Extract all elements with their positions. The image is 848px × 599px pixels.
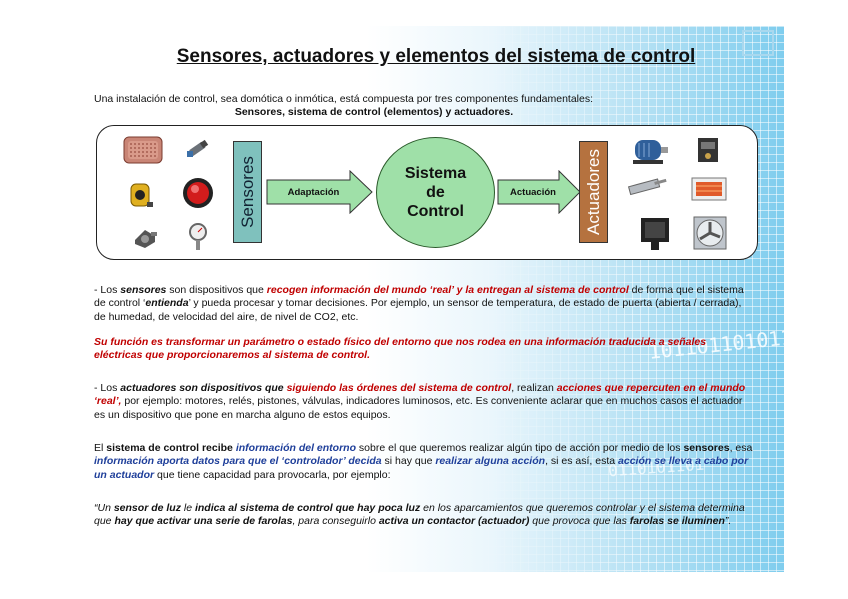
function-paragraph: Su función es transformar un parámetro o… [94, 336, 707, 362]
control-system-paragraph: El sistema de control recibe información… [94, 442, 756, 482]
text-run: sensores [683, 442, 730, 454]
infrared-heater-icon [691, 177, 727, 201]
text-run: , para conseguirlo [292, 515, 379, 528]
text-run: información del entorno [235, 442, 356, 454]
text-run: indica al sistema de control que hay poc… [194, 502, 421, 514]
text-run: , esa [729, 442, 753, 454]
text-run: que provoca que las [529, 515, 630, 528]
text-run: sistema de control recibe [106, 442, 233, 454]
actuation-arrow: Actuación [497, 170, 581, 214]
text-run: sensores [120, 284, 167, 296]
text-run: , si es así, esta [545, 455, 619, 468]
adaptation-label: Adaptación [287, 186, 340, 198]
control-system-circle: Sistema de Control [376, 137, 495, 248]
decorative-frame [742, 30, 774, 56]
text-run: acciones que repercuten en el mundo ‘rea… [94, 382, 746, 408]
intro-text: Una instalación de control, sea domótica… [94, 93, 654, 119]
center-line: Control [407, 203, 464, 220]
center-line: Sistema [404, 165, 467, 182]
emergency-stop-button-icon [183, 178, 213, 208]
example-paragraph: “Un sensor de luz le indica al sistema d… [94, 502, 756, 529]
text-run: activa un contactor (actuador) [378, 515, 530, 528]
actuators-paragraph: - Los actuadores son dispositivos que si… [94, 382, 756, 422]
text-run: por ejemplo: motores, relés, pistones, v… [94, 395, 743, 421]
heating-panel-icon [123, 136, 163, 164]
text-run: hay que activar una serie de farolas [114, 515, 293, 528]
text-run: sensor de luz [113, 502, 181, 514]
text-run: sobre el que queremos realizar algún tip… [356, 442, 684, 454]
text-run: - Los [94, 382, 121, 394]
sensors-box: Sensores [233, 141, 262, 243]
proximity-sensor-icon [187, 139, 209, 157]
arrow-right-icon [266, 170, 373, 214]
text-run: farolas se iluminen [629, 515, 725, 528]
actuators-box: Actuadores [579, 141, 608, 243]
slide: 1011011010110111010 0110101101 Sensores,… [88, 26, 784, 572]
text-run: en los aparcamientos que queremos contro… [94, 502, 745, 528]
text-run: siguiendo las órdenes del sistema de con… [286, 382, 512, 394]
text-run: ’ y pueda procesar y tomar decisiones. P… [94, 297, 742, 323]
pressure-gauge-icon [189, 223, 207, 250]
actuators-label: Actuadores [583, 149, 603, 235]
electric-motor-icon [633, 140, 668, 164]
actuation-label: Actuación [510, 186, 556, 198]
exhaust-fan-icon [693, 216, 727, 250]
grid-background [88, 26, 784, 572]
text-run: información aporta datos para que el ‘co… [94, 455, 382, 468]
text-run: recogen información del mundo ‘real’ y l… [266, 284, 629, 296]
arrow-right-icon [497, 170, 581, 214]
text-run: El [94, 442, 107, 454]
gear-sensor-icon [135, 230, 157, 248]
yellow-sensor-icon [130, 183, 153, 207]
text-run: ”. [724, 515, 732, 528]
text-run: actuadores son dispositivos que [120, 382, 284, 394]
contactor-icon [698, 138, 718, 162]
text-run: entienda [145, 297, 189, 310]
text-run: de forma que el sistema de control ‘ [94, 284, 744, 310]
text-run: si hay que [381, 455, 436, 468]
text-run: realizar alguna acción [435, 455, 546, 468]
text-run: que tiene capacidad para provocarla, por… [154, 468, 391, 481]
text-run: , realizan [511, 382, 557, 394]
adaptation-arrow: Adaptación [266, 170, 373, 214]
sensors-label: Sensores [237, 156, 257, 228]
text-run: son dispositivos que [166, 284, 267, 296]
page-title: Sensores, actuadores y elementos del sis… [176, 46, 696, 67]
floodlight-icon [641, 218, 669, 250]
intro-line: Una instalación de control, sea domótica… [94, 93, 594, 105]
text-run: - Los [94, 284, 121, 296]
sensors-paragraph: - Los sensores son dispositivos que reco… [94, 284, 756, 324]
center-line: de [426, 184, 445, 201]
text-run: acción se lleva a cabo por un actuador [94, 455, 749, 481]
text-run: “Un [94, 502, 114, 514]
control-system-diagram: Sensores Adaptación Sistema de Control A… [96, 125, 758, 260]
intro-components: Sensores, sistema de control (elementos)… [234, 106, 514, 118]
pneumatic-cylinder-icon [627, 178, 667, 196]
text-run: le [180, 502, 195, 514]
